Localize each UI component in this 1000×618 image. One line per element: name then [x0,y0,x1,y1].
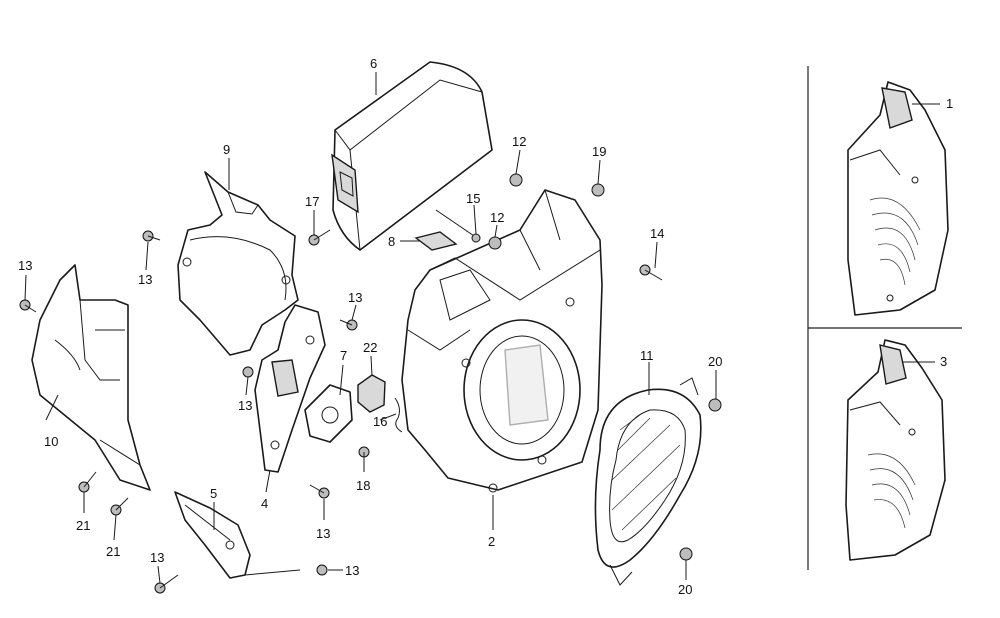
bolt-15 [435,209,481,243]
nut-12-a [509,173,523,187]
bolt-17 [308,229,331,246]
part-16-spring [394,397,403,433]
callout-20-b: 20 [678,582,692,597]
part-6-cover [331,61,493,251]
part-9-shroud [177,171,299,356]
part-11-ring [594,377,702,586]
callout-5: 5 [210,486,217,501]
part-2-fan-housing [401,189,603,493]
leader-lines [24,72,940,584]
callout-14: 14 [650,226,664,241]
callout-13-b: 13 [138,272,152,287]
callout-11: 11 [640,348,654,363]
bolt-13-g [316,564,328,576]
callout-labels: 6 9 13 13 17 12 19 15 12 8 14 13 7 22 16… [18,56,953,597]
callout-21-a: 21 [76,518,90,533]
callout-2: 2 [488,534,495,549]
callout-8: 8 [388,234,395,249]
callout-9: 9 [223,142,230,157]
callout-6: 6 [370,56,377,71]
callout-13-c: 13 [348,290,362,305]
bolt-13-a [19,299,37,313]
callout-20-a: 20 [708,354,722,369]
part-5-bracket [174,491,301,579]
callout-12-a: 12 [512,134,526,149]
inset-part-3 [845,339,946,561]
callout-19: 19 [592,144,606,159]
bolt-13-e [309,484,330,499]
part-7-plate [304,384,353,443]
callout-10: 10 [44,434,58,449]
nut-19 [591,183,605,197]
callout-12-b: 12 [490,210,504,225]
callout-1: 1 [946,96,953,111]
callout-16: 16 [373,414,387,429]
bolt-21-a [78,471,97,493]
nut-20-a [708,398,722,412]
nut-20-b [679,547,693,561]
nut-12-b [488,236,502,250]
inset-part-1 [847,81,949,316]
callout-4: 4 [261,496,268,511]
callout-7: 7 [340,348,347,363]
bolt-13-b [142,230,161,242]
bolt-13-c [339,319,358,331]
bolt-21-b [110,497,129,516]
callout-17: 17 [305,194,319,209]
part-8-clip [414,231,458,251]
bolt-13-d [242,366,254,378]
callout-13-e: 13 [316,526,330,541]
callout-15: 15 [466,191,480,206]
callout-13-a: 13 [18,258,32,273]
callout-13-g: 13 [345,563,359,578]
part-22-grommet [357,374,386,413]
callout-3: 3 [940,354,947,369]
bolt-14 [639,264,663,281]
part-10-baffle [31,264,151,491]
bolt-13-f [154,574,179,594]
part-4-plate [254,304,326,473]
callout-13-d: 13 [238,398,252,413]
callout-21-b: 21 [106,544,120,559]
callout-13-f: 13 [150,550,164,565]
callout-18: 18 [356,478,370,493]
callout-22: 22 [363,340,377,355]
